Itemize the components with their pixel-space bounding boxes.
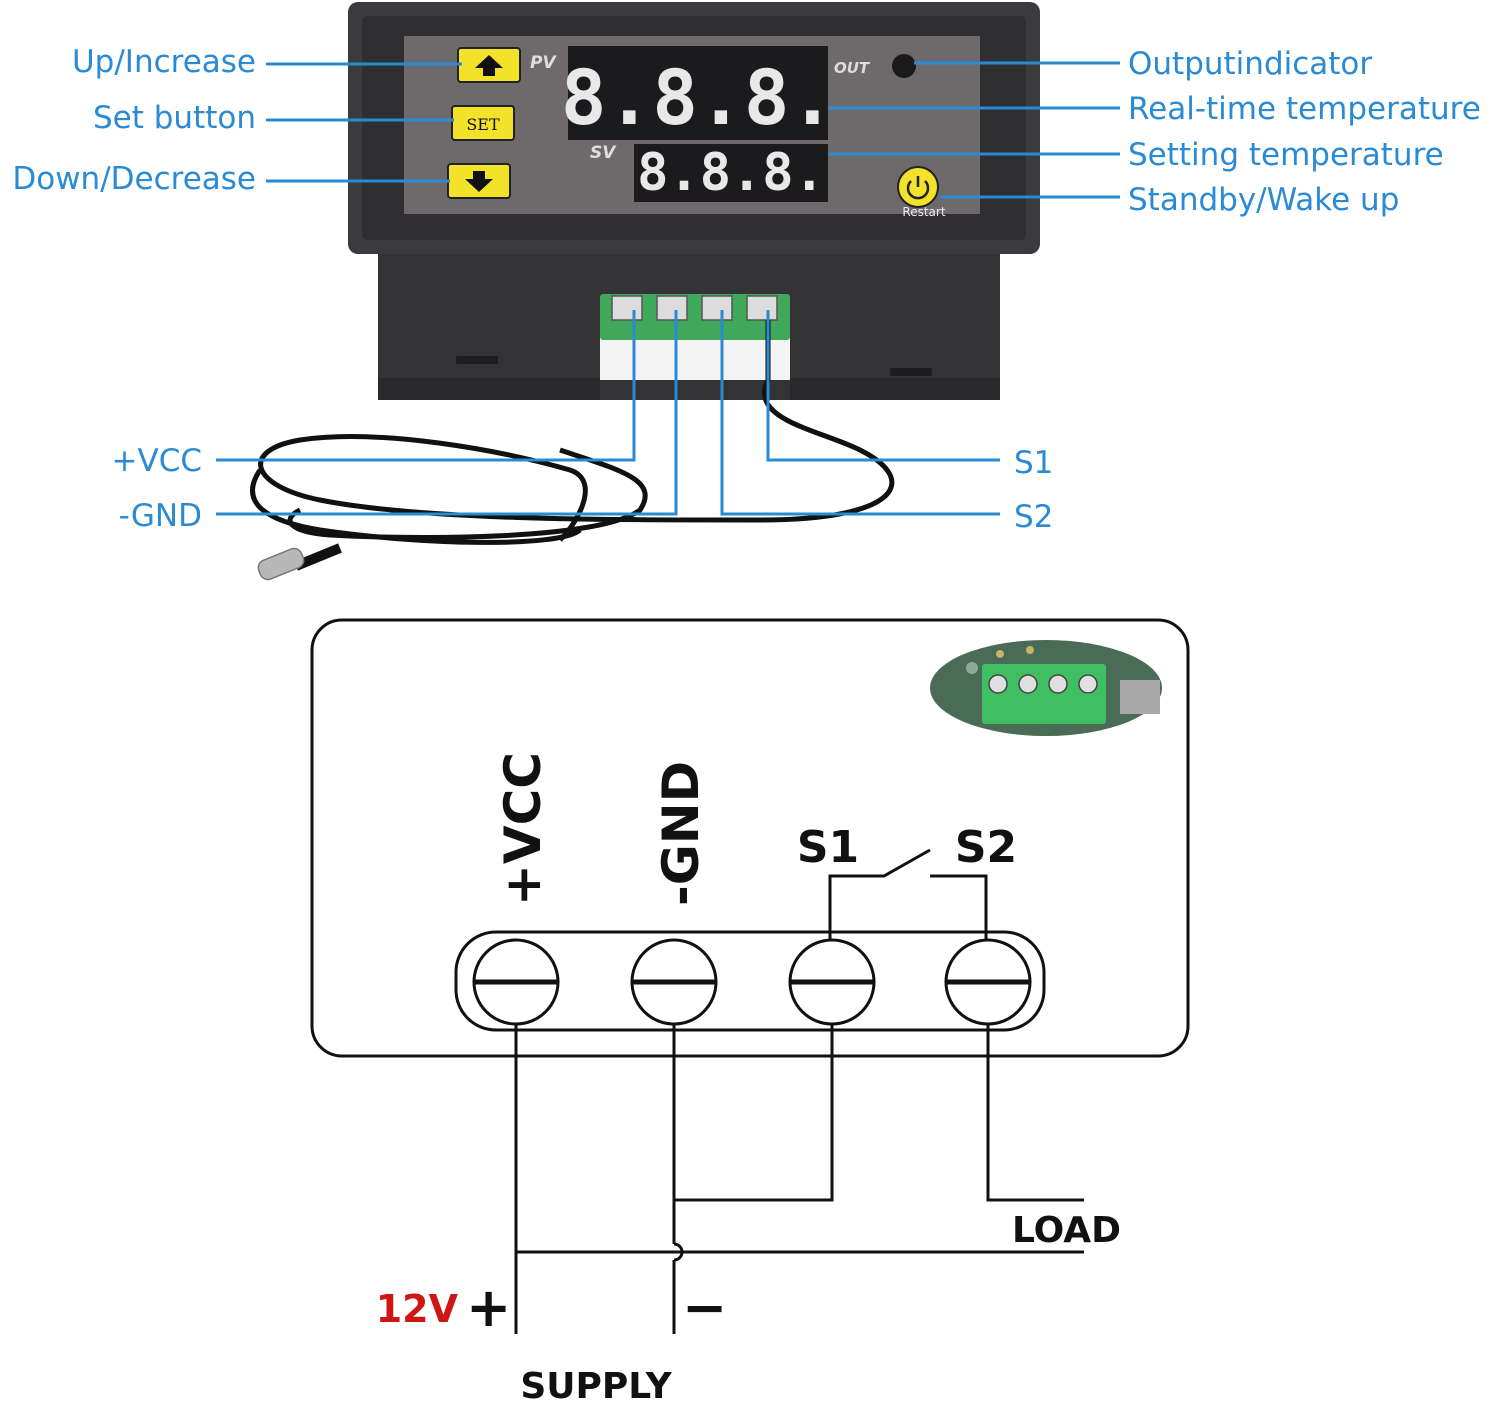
wiring-diagram: +VCC -GND S1 S2 LOAD 12V + − SUPPLY <box>310 618 1190 1406</box>
supply-label: SUPPLY <box>520 1366 672 1406</box>
callout-setting-temperature: Setting temperature <box>1128 137 1444 173</box>
set-button-label: SET <box>466 115 500 134</box>
sv-display-digits: 8.8.8. <box>637 143 825 203</box>
down-button[interactable] <box>447 163 511 199</box>
arrow-up-icon <box>475 55 503 76</box>
restart-label: Restart <box>902 205 945 219</box>
sv-display <box>634 144 828 202</box>
supply-plus-sign: + <box>466 1276 511 1339</box>
pv-label: PV <box>530 53 557 73</box>
voltage-label: 12V <box>376 1287 459 1331</box>
wiring-label-s1: S1 <box>797 822 859 873</box>
out-label: OUT <box>834 59 871 77</box>
pv-display-digits: 8.8.8. <box>561 53 836 142</box>
wiring-label-gnd: -GND <box>652 761 710 906</box>
thermostat-device: 8.8.8. PV 8.8.8. SV OUT SET Rest <box>348 2 1040 400</box>
wire-s1 <box>674 1024 834 1202</box>
terminal-screw-vcc <box>472 938 560 1026</box>
external-wires <box>514 1024 1084 1334</box>
callout-lines <box>216 61 1120 516</box>
callout-labels: Up/Increase Set button Down/Decrease Out… <box>12 44 1480 535</box>
wiring-label-s2: S2 <box>955 822 1017 873</box>
callout-set-button: Set button <box>93 100 256 136</box>
pcb-thumbnail <box>930 640 1162 736</box>
terminal-screw-gnd <box>630 938 718 1026</box>
pv-display <box>568 46 828 140</box>
output-indicator-led <box>892 54 916 78</box>
terminal-strip <box>454 930 1046 1032</box>
callout-realtime-temperature: Real-time temperature <box>1128 91 1481 127</box>
pcb-terminal-block <box>982 664 1106 724</box>
temperature-probe <box>257 547 305 581</box>
supply-minus-sign: − <box>682 1276 727 1339</box>
load-label: LOAD <box>1012 1210 1121 1251</box>
sv-label: SV <box>590 143 617 163</box>
callout-s1: S1 <box>1014 445 1053 481</box>
restart-button[interactable] <box>897 166 939 208</box>
callout-up-increase: Up/Increase <box>72 44 256 80</box>
wire-s2-load <box>986 1024 1084 1202</box>
callout-down-decrease: Down/Decrease <box>12 161 256 197</box>
terminal-screw-s1 <box>788 938 876 1026</box>
up-button[interactable] <box>457 47 521 83</box>
relay-switch <box>828 848 988 940</box>
set-button[interactable]: SET <box>451 105 515 141</box>
callout-gnd: -GND <box>119 498 202 534</box>
terminal-screw-s2 <box>944 938 1032 1026</box>
wiring-label-vcc: +VCC <box>494 752 552 906</box>
power-icon <box>906 176 930 200</box>
green-terminal <box>600 294 790 340</box>
arrow-down-icon <box>465 171 493 192</box>
callout-standby-wake-up: Standby/Wake up <box>1128 182 1399 218</box>
callout-s2: S2 <box>1014 499 1053 535</box>
callout-output-indicator: Outputindicator <box>1128 46 1372 82</box>
callout-vcc: +VCC <box>112 443 202 479</box>
terminal-block <box>600 294 790 340</box>
